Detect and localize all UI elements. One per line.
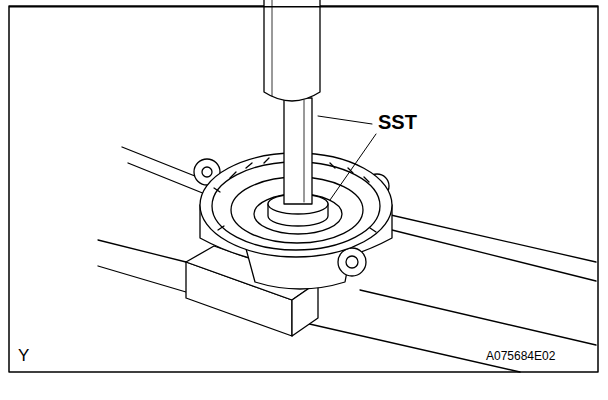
tool-handle bbox=[264, 0, 320, 101]
leader-line bbox=[318, 116, 372, 124]
leader-line bbox=[330, 134, 376, 200]
rail-line bbox=[292, 320, 520, 372]
leader-lines bbox=[318, 116, 376, 200]
frame-top-edge bbox=[9, 6, 598, 8]
special-service-tool bbox=[9, 0, 598, 226]
rail-line bbox=[98, 266, 186, 292]
tool-label: SST bbox=[378, 112, 417, 132]
view-letter: Y bbox=[18, 347, 29, 364]
bench-rails bbox=[98, 147, 596, 372]
lug-hole bbox=[346, 256, 358, 268]
rail-line bbox=[128, 163, 205, 194]
rail-line bbox=[98, 240, 186, 262]
figure-number: A075684E02 bbox=[486, 350, 555, 362]
rail-line bbox=[360, 290, 596, 345]
tool-shaft bbox=[284, 98, 312, 204]
mount-lug bbox=[338, 248, 366, 276]
block-side bbox=[292, 282, 318, 336]
rail-line bbox=[388, 229, 596, 281]
tool-handle-highlight bbox=[272, 0, 273, 96]
tool-shaft-highlight bbox=[304, 100, 305, 202]
lug-hole bbox=[202, 167, 212, 177]
